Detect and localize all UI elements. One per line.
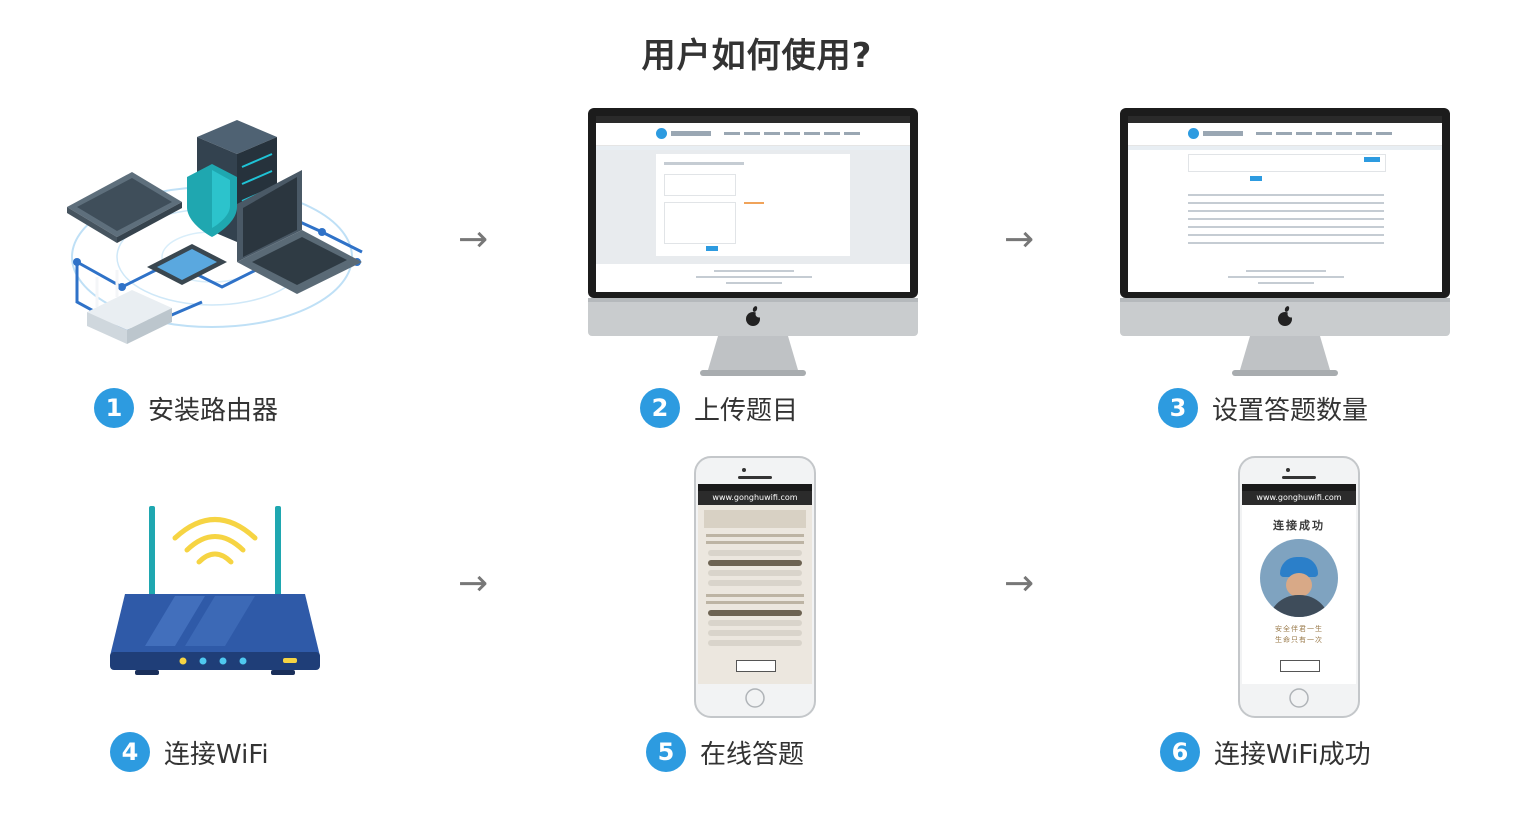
step-number-badge: 6 [1160, 732, 1200, 772]
success-heading: 连接成功 [1273, 519, 1325, 532]
wifi-router-illustration [105, 496, 325, 681]
step-label-text: 上传题目 [694, 395, 799, 426]
success-screen: www.gonghuwifi.com 连接成功 安全伴君一生 生命只有一次 [1242, 484, 1356, 684]
wifi-router-icon [110, 506, 320, 675]
arrow-right-icon: → [458, 219, 489, 260]
step-number-badge: 2 [640, 388, 680, 428]
step-3-label: 3 设置答题数量 [1158, 388, 1368, 428]
step-number-badge: 3 [1158, 388, 1198, 428]
quiz-screen: www.gonghuwifi.com [698, 484, 812, 684]
imac-settings-illustration [1120, 108, 1450, 378]
worker-photo [1260, 539, 1338, 617]
network-devices-icon [67, 120, 363, 344]
phone-quiz-illustration: www.gonghuwifi.com [694, 456, 816, 718]
step-label-text: 连接WiFi [164, 739, 269, 770]
upload-screen [596, 116, 910, 292]
step-label-text: 连接WiFi成功 [1214, 739, 1371, 770]
step-label-text: 安装路由器 [148, 395, 279, 426]
step-label-text: 在线答题 [700, 739, 805, 770]
step-number-badge: 1 [94, 388, 134, 428]
step-number-badge: 4 [110, 732, 150, 772]
success-line-2: 生命只有一次 [1275, 636, 1323, 644]
arrow-right-icon: → [1004, 563, 1035, 604]
success-line-1: 安全伴君一生 [1275, 625, 1323, 633]
phone-url-bar: www.gonghuwifi.com [698, 491, 812, 505]
step-4-label: 4 连接WiFi [110, 732, 269, 772]
arrow-right-icon: → [458, 563, 489, 604]
page-title: 用户如何使用? [641, 36, 873, 76]
done-button[interactable] [1280, 660, 1320, 672]
settings-screen [1128, 116, 1442, 292]
imac-upload-illustration [588, 108, 918, 378]
step-2-label: 2 上传题目 [640, 388, 798, 428]
step-number-badge: 5 [646, 732, 686, 772]
network-devices-illustration [62, 112, 372, 352]
step-1-label: 1 安装路由器 [94, 388, 278, 428]
step-6-label: 6 连接WiFi成功 [1160, 732, 1371, 772]
step-5-label: 5 在线答题 [646, 732, 804, 772]
phone-url-bar: www.gonghuwifi.com [1242, 491, 1356, 505]
phone-success-illustration: www.gonghuwifi.com 连接成功 安全伴君一生 生命只有一次 [1238, 456, 1360, 718]
arrow-right-icon: → [1004, 219, 1035, 260]
step-label-text: 设置答题数量 [1212, 395, 1369, 426]
